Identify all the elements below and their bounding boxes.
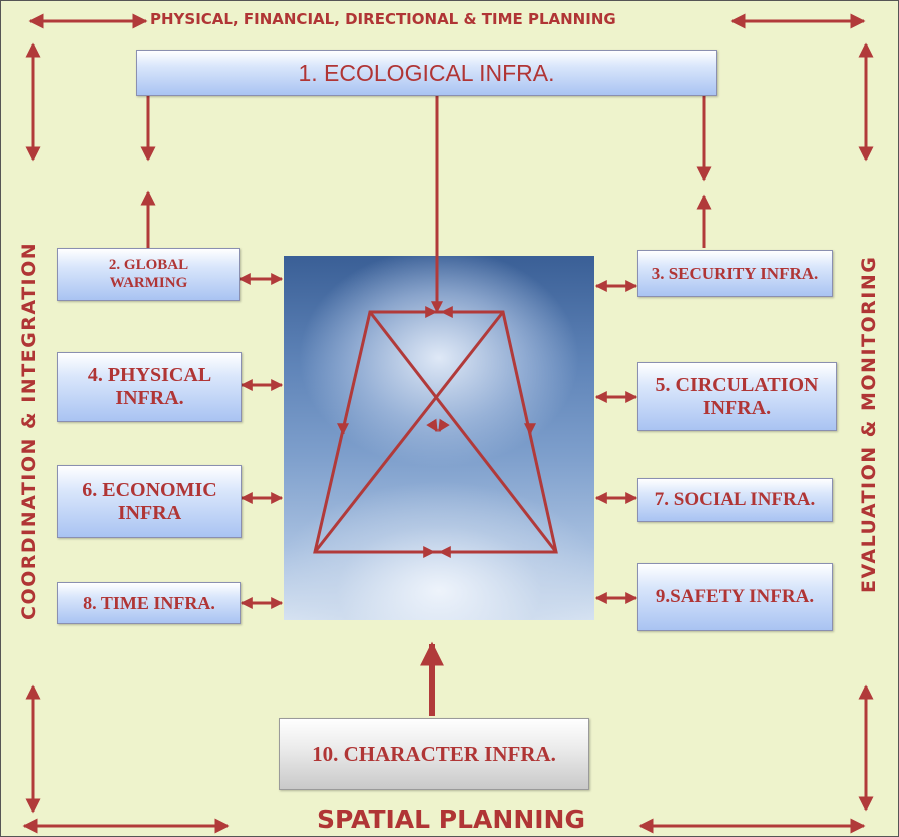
right-side-label: EVALUATION & MONITORING xyxy=(858,255,880,593)
economic-infra-box: 6. ECONOMIC INFRA xyxy=(57,465,242,538)
safety-infra-box: 9.SAFETY INFRA. xyxy=(637,563,833,631)
trapezoid-diagonal-2 xyxy=(313,311,505,553)
left-side-label: COORDINATION & INTEGRATION xyxy=(18,241,40,621)
social-infra-box: 7. SOCIAL INFRA. xyxy=(637,478,833,522)
physical-infra-box: 4. PHYSICAL INFRA. xyxy=(57,352,242,422)
security-infra-box: 3. SECURITY INFRA. xyxy=(637,250,833,297)
character-infra-box: 10. CHARACTER INFRA. xyxy=(279,718,589,790)
bottom-planning-label: SPATIAL PLANNING xyxy=(317,805,585,834)
trapezoid-outline xyxy=(313,310,558,554)
trapezoid-center-arrow-l xyxy=(426,418,439,433)
global-warming-box: 2. GLOBAL WARMING xyxy=(57,248,240,301)
top-planning-label: PHYSICAL, FINANCIAL, DIRECTIONAL & TIME … xyxy=(150,10,616,28)
trapezoid-diagonal-1 xyxy=(368,311,558,553)
ecological-infra-box: 1. ECOLOGICAL INFRA. xyxy=(136,50,717,96)
time-infra-box: 8. TIME INFRA. xyxy=(57,582,241,624)
globe-hands-image xyxy=(284,256,594,620)
trapezoid-diagram xyxy=(313,306,558,558)
circulation-infra-box: 5. CIRCULATION INFRA. xyxy=(637,362,837,431)
trapezoid-center-arrow-r xyxy=(437,418,450,433)
